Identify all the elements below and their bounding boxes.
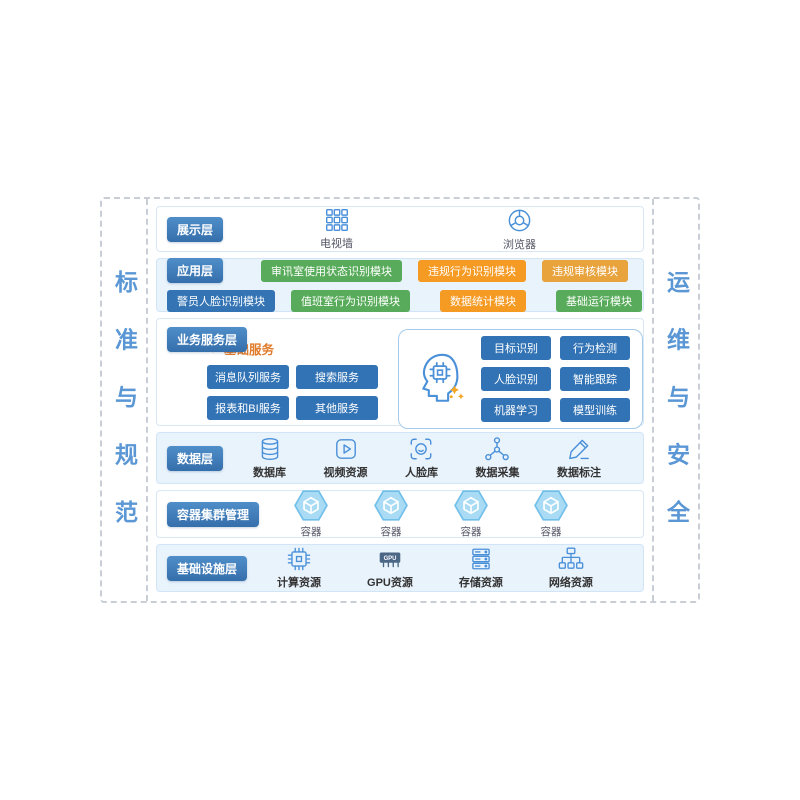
container-item: 容器 bbox=[533, 489, 569, 539]
basic-services-grid: 消息队列服务 搜索服务 报表和BI服务 其他服务 bbox=[207, 364, 378, 420]
layer-application: 应用层 审讯室使用状态识别模块 违规行为识别模块 违规审核模块 警员人脸识别模块… bbox=[156, 258, 644, 312]
database-icon bbox=[261, 438, 278, 460]
container-hexagon-icon bbox=[454, 490, 488, 521]
module-chip: 数据统计模块 bbox=[440, 290, 526, 312]
layer-data: 数据层 数据库 视频资源 bbox=[156, 432, 644, 484]
icon-caption: 计算资源 bbox=[277, 577, 322, 589]
icon-caption: 容器 bbox=[380, 526, 402, 538]
application-row-1: 应用层 审讯室使用状态识别模块 违规行为识别模块 违规审核模块 bbox=[167, 258, 633, 283]
icon-caption: 网络资源 bbox=[548, 577, 593, 589]
layer-infrastructure-badge: 基础设施层 bbox=[167, 555, 248, 581]
ai-head-icon bbox=[422, 353, 464, 402]
module-chip: 值班室行为识别模块 bbox=[291, 290, 410, 312]
application-row-2: 警员人脸识别模块 值班室行为识别模块 数据统计模块 基础运行模块 bbox=[167, 290, 642, 312]
infra-item-gpu: GPU GPU资源 bbox=[367, 546, 413, 590]
pillar-standards: 标准与规范 bbox=[102, 199, 148, 601]
container-item: 容器 bbox=[453, 489, 489, 539]
icon-caption: 存储资源 bbox=[458, 577, 503, 589]
container-item: 容器 bbox=[373, 489, 409, 539]
layer-application-badge: 应用层 bbox=[167, 258, 224, 283]
pillar-operations-security: 运维与安全 bbox=[652, 199, 698, 601]
business-content: 基础服务 消息队列服务 搜索服务 报表和BI服务 其他服务 bbox=[207, 329, 643, 429]
presentation-items: 电视墙 浏览器 bbox=[223, 207, 633, 252]
data-item-face-library: 人脸库 bbox=[405, 436, 438, 480]
infrastructure-items: 计算资源 GPU GPU资源 存储资源 bbox=[277, 546, 633, 590]
pillar-operations-label: 运维与安全 bbox=[663, 270, 690, 558]
gpu-icon: GPU bbox=[379, 552, 401, 568]
icon-caption: 数据标注 bbox=[556, 467, 601, 479]
network-icon bbox=[558, 547, 584, 569]
ai-service-chip: 机器学习 bbox=[481, 398, 551, 422]
layer-presentation: 展示层 电视墙 浏览器 bbox=[156, 206, 644, 252]
icon-caption: 数据库 bbox=[253, 467, 287, 479]
ai-services-grid: 目标识别 行为检测 人脸识别 智能跟踪 机器学习 模型训练 bbox=[481, 336, 630, 422]
architecture-diagram: 标准与规范 展示层 电视墙 bbox=[100, 197, 700, 603]
tv-wall-icon bbox=[325, 208, 348, 231]
service-chip: 搜索服务 bbox=[296, 364, 378, 389]
container-items: 容器 容器 容器 bbox=[293, 489, 633, 539]
data-item-annotation: 数据标注 bbox=[557, 436, 601, 480]
data-item-database: 数据库 bbox=[253, 436, 286, 480]
container-item: 容器 bbox=[293, 489, 329, 539]
icon-caption: 人脸库 bbox=[404, 467, 438, 479]
presentation-item-browser: 浏览器 bbox=[503, 207, 536, 252]
icon-caption: 容器 bbox=[300, 526, 322, 538]
presentation-item-tv-wall: 电视墙 bbox=[320, 207, 353, 252]
ai-service-chip: 人脸识别 bbox=[481, 367, 551, 391]
module-chip: 审讯室使用状态识别模块 bbox=[261, 259, 403, 282]
face-scan-icon bbox=[411, 438, 432, 460]
service-chip: 消息队列服务 bbox=[207, 364, 289, 389]
icon-caption: 容器 bbox=[540, 526, 562, 538]
layer-container-cluster: 容器集群管理 容器 容器 bbox=[156, 490, 644, 538]
basic-services-group: 基础服务 消息队列服务 搜索服务 报表和BI服务 其他服务 bbox=[207, 339, 378, 420]
ai-services-box: 目标识别 行为检测 人脸识别 智能跟踪 机器学习 模型训练 bbox=[398, 329, 643, 429]
icon-caption: 浏览器 bbox=[503, 238, 536, 251]
data-items: 数据库 视频资源 人脸库 bbox=[223, 436, 633, 480]
data-item-collection: 数据采集 bbox=[475, 436, 519, 480]
module-chip: 违规行为识别模块 bbox=[418, 259, 527, 282]
pillar-standards-label: 标准与规范 bbox=[111, 270, 138, 558]
layer-infrastructure: 基础设施层 计算资源 GPU GPU资源 bbox=[156, 544, 644, 592]
data-collect-icon bbox=[485, 437, 510, 461]
ai-service-chip: 行为检测 bbox=[560, 336, 630, 360]
video-icon bbox=[335, 439, 356, 459]
layer-business-badge: 业务服务层 bbox=[167, 327, 248, 352]
icon-caption: 数据采集 bbox=[475, 467, 520, 479]
storage-icon bbox=[472, 548, 490, 570]
infra-item-network: 网络资源 bbox=[549, 546, 593, 590]
layer-presentation-badge: 展示层 bbox=[167, 216, 224, 242]
icon-caption: 电视墙 bbox=[320, 237, 353, 250]
infra-item-storage: 存储资源 bbox=[459, 546, 503, 590]
ai-service-chip: 智能跟踪 bbox=[560, 367, 630, 391]
data-item-video: 视频资源 bbox=[324, 436, 368, 480]
container-hexagon-icon bbox=[374, 490, 408, 521]
annotate-icon bbox=[569, 439, 589, 460]
icon-caption: 容器 bbox=[460, 526, 482, 538]
module-chip: 违规审核模块 bbox=[542, 259, 629, 282]
container-hexagon-icon bbox=[294, 490, 328, 521]
container-hexagon-icon bbox=[534, 490, 568, 521]
ai-service-chip: 模型训练 bbox=[560, 398, 630, 422]
svg-text:GPU: GPU bbox=[384, 556, 397, 562]
icon-caption: GPU资源 bbox=[367, 577, 413, 589]
icon-caption: 视频资源 bbox=[323, 467, 368, 479]
infra-item-compute: 计算资源 bbox=[277, 546, 321, 590]
module-chip: 警员人脸识别模块 bbox=[167, 290, 275, 312]
browser-icon bbox=[508, 209, 531, 231]
cpu-icon bbox=[287, 547, 311, 571]
layer-data-badge: 数据层 bbox=[167, 445, 224, 471]
module-chip: 基础运行模块 bbox=[556, 290, 642, 312]
layer-business-services: 业务服务层 基础服务 消息队列服务 搜索服务 报表和BI服务 其他服务 bbox=[156, 318, 644, 429]
ai-service-chip: 目标识别 bbox=[481, 336, 551, 360]
layers-column: 展示层 电视墙 浏览器 bbox=[148, 199, 652, 601]
service-chip: 报表和BI服务 bbox=[207, 395, 289, 420]
service-chip: 其他服务 bbox=[296, 395, 378, 420]
layer-container-badge: 容器集群管理 bbox=[167, 501, 260, 527]
